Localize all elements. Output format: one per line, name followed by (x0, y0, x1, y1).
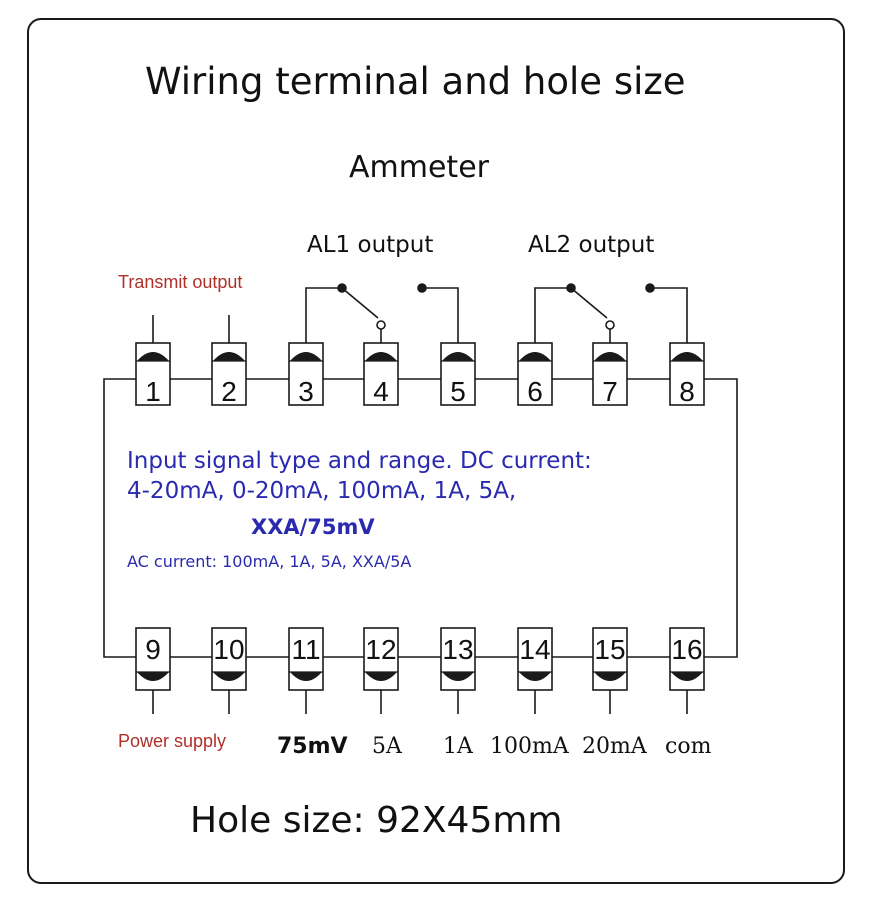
terminal-body (288, 342, 324, 406)
top-terminals: 1 2 3 4 5 6 7 8 (135, 342, 705, 407)
terminal-16-label: com (665, 734, 712, 759)
hole-size-text: Hole size: 92X45mm (190, 800, 563, 841)
terminal-11-label: 75mV (277, 734, 348, 759)
terminal-screw-icon (442, 352, 474, 361)
terminal-number: 6 (527, 376, 543, 407)
terminal-screw-icon (213, 352, 245, 361)
input-signal-line-2: 4-20mA, 0-20mA, 100mA, 1A, 5A, (127, 478, 517, 504)
al1-contact-dot (417, 283, 427, 293)
terminal: 16 (669, 627, 705, 691)
transmit-output-label: Transmit output (118, 272, 243, 292)
terminal-number: 2 (221, 376, 237, 407)
terminal-number: 7 (602, 376, 618, 407)
terminal: 5 (440, 342, 476, 407)
terminal: 2 (211, 342, 247, 407)
terminal-number: 16 (671, 634, 702, 665)
terminal-number: 8 (679, 376, 695, 407)
terminal-screw-icon (594, 672, 626, 681)
al1-switch-arm (341, 287, 379, 319)
device-name: Ammeter (349, 150, 489, 185)
wires (103, 283, 738, 714)
terminal-screw-icon (365, 672, 397, 681)
input-signal-line-1: Input signal type and range. DC current: (127, 448, 592, 474)
terminal-number: 3 (298, 376, 314, 407)
al2-contact-dot (566, 283, 576, 293)
terminal-body (135, 627, 171, 691)
al2-contact-dot (645, 283, 655, 293)
terminal: 3 (288, 342, 324, 407)
terminal: 14 (517, 627, 553, 691)
terminal-screw-icon (137, 352, 169, 361)
al2-wire-right (650, 287, 688, 343)
terminal-13-label: 1A (443, 734, 473, 759)
left-rail-wire (103, 378, 136, 658)
bottom-terminals: 9 10 11 12 13 14 15 16 (135, 627, 705, 691)
terminal-screw-icon (671, 672, 703, 681)
terminal-number: 9 (145, 634, 161, 665)
al2-pivot-circle (605, 320, 615, 330)
terminal-number: 12 (365, 634, 396, 665)
al2-wire-left (534, 287, 571, 343)
terminal-screw-icon (290, 672, 322, 681)
terminal: 4 (363, 342, 399, 407)
terminal: 12 (363, 627, 399, 691)
terminal-body (669, 342, 705, 406)
al2-switch-arm (570, 287, 608, 319)
right-rail-wire (704, 378, 738, 658)
al1-wire-left (305, 287, 342, 343)
terminal: 1 (135, 342, 171, 407)
terminal-number: 11 (291, 634, 320, 665)
terminal-screw-icon (137, 672, 169, 681)
terminal: 8 (669, 342, 705, 407)
terminal-14-label: 100mA (490, 734, 569, 759)
terminal: 7 (592, 342, 628, 407)
terminal: 15 (592, 627, 628, 691)
terminal-screw-icon (519, 352, 551, 361)
terminal-screw-icon (442, 672, 474, 681)
al2-output-label: AL2 output (528, 232, 655, 258)
terminal-15-label: 20mA (582, 734, 647, 759)
terminal-number: 13 (442, 634, 473, 665)
terminal: 13 (440, 627, 476, 691)
terminal-screw-icon (671, 352, 703, 361)
ac-current-line: AC current: 100mA, 1A, 5A, XXA/5A (127, 552, 412, 571)
terminal: 9 (135, 627, 171, 691)
terminal: 11 (288, 627, 324, 691)
power-supply-label: Power supply (118, 731, 227, 751)
terminal-number: 10 (213, 634, 244, 665)
al1-pivot-circle (376, 320, 386, 330)
terminal-screw-icon (519, 672, 551, 681)
terminal-screw-icon (213, 672, 245, 681)
al1-output-label: AL1 output (307, 232, 434, 258)
page-title: Wiring terminal and hole size (145, 60, 686, 103)
terminal-number: 4 (373, 376, 389, 407)
terminal: 10 (211, 627, 247, 691)
input-signal-line-3: XXA/75mV (251, 515, 375, 539)
terminal-screw-icon (365, 352, 397, 361)
terminal-number: 15 (594, 634, 625, 665)
al1-wire-right (422, 287, 459, 343)
terminal-number: 5 (450, 376, 466, 407)
al1-contact-dot (337, 283, 347, 293)
terminal: 6 (517, 342, 553, 407)
terminal-number: 14 (519, 634, 550, 665)
terminal-screw-icon (594, 352, 626, 361)
terminal-screw-icon (290, 352, 322, 361)
terminal-number: 1 (145, 376, 161, 407)
terminal-12-label: 5A (372, 734, 402, 759)
diagram-frame (27, 18, 845, 884)
